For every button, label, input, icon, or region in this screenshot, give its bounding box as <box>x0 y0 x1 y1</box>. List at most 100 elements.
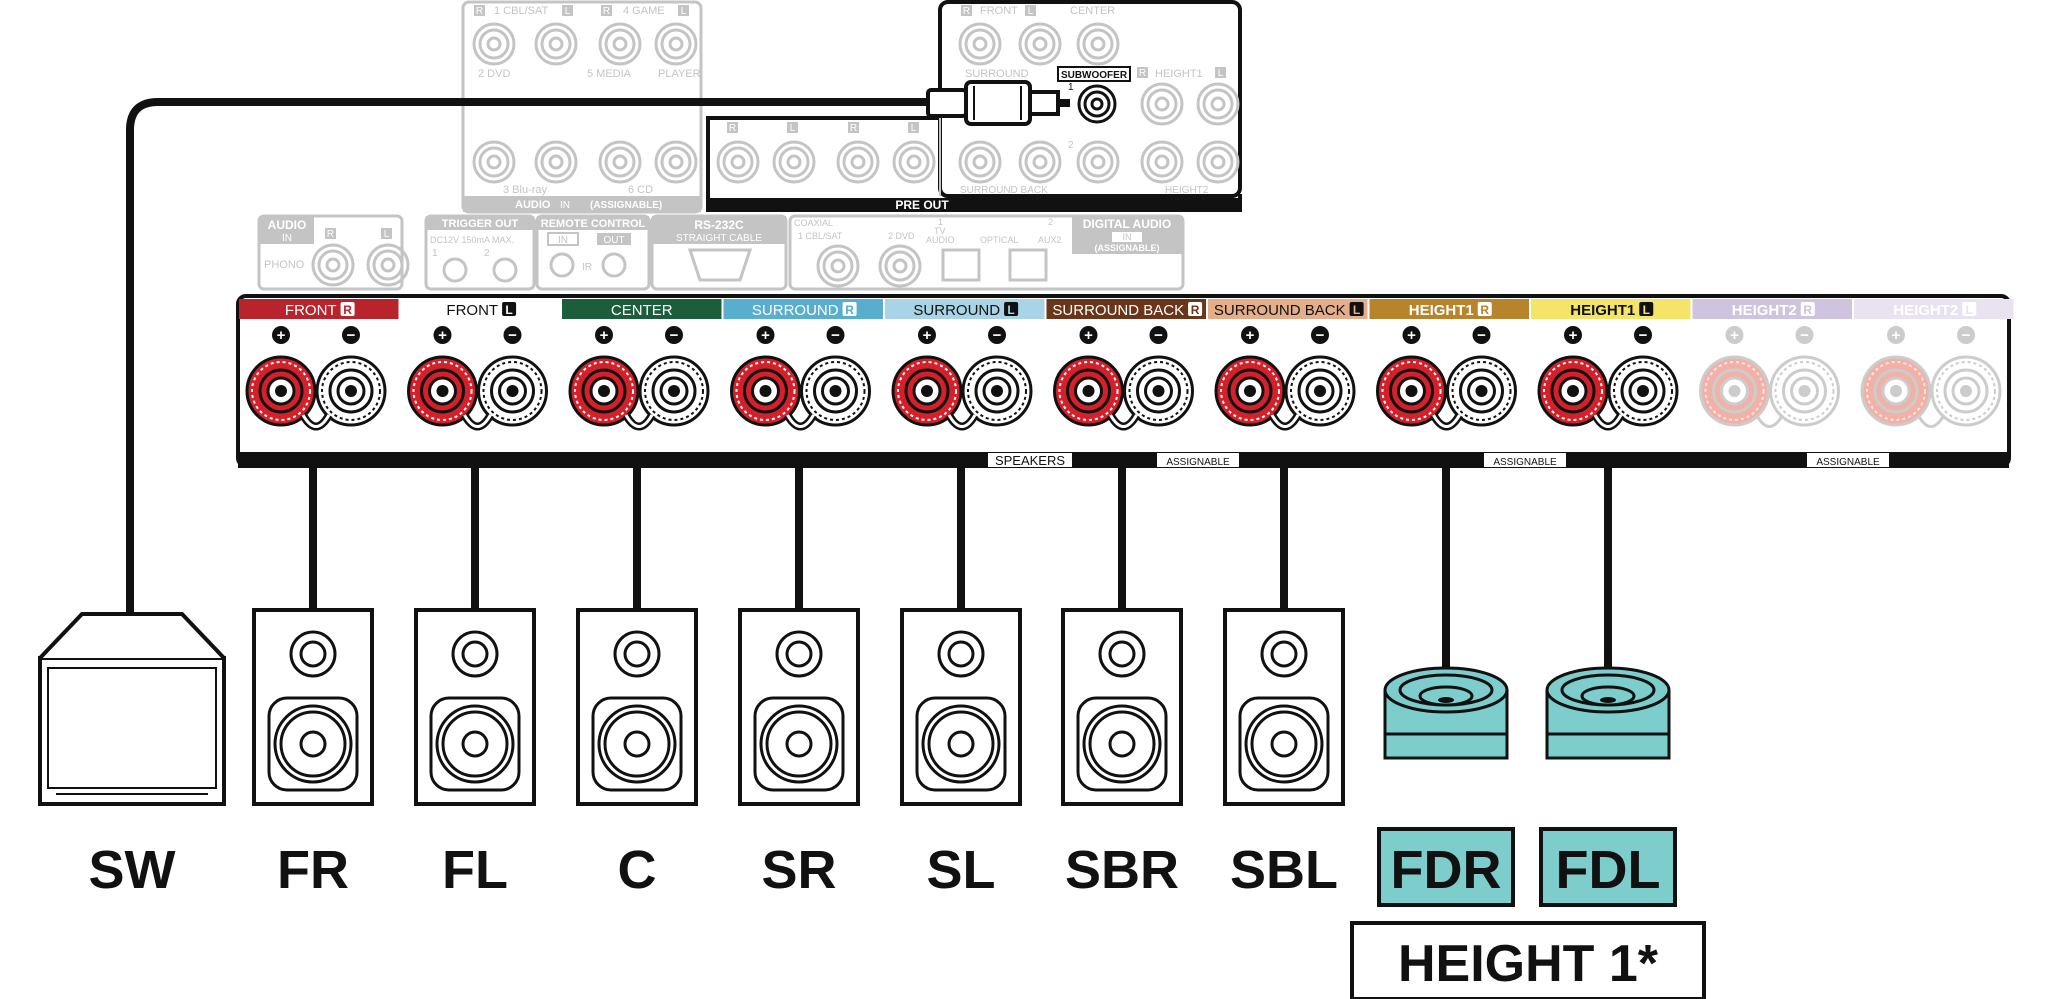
pre-out-block: PRE OUT R FRONT L CENTER SURROUND SUBWOO… <box>706 0 1242 212</box>
negative-binding-post-icon <box>315 355 387 427</box>
minus-icon <box>503 326 522 344</box>
channel-mark-text: L <box>1643 303 1650 317</box>
speaker-sl <box>900 466 1022 806</box>
svg-text:1: 1 <box>938 217 943 227</box>
height1-group: HEIGHT 1* <box>1350 921 1706 999</box>
digital-audio-title: DIGITAL AUDIO <box>1083 217 1171 231</box>
terminal-label: SURROUND <box>913 302 1000 319</box>
negative-binding-post-icon <box>961 355 1033 427</box>
bar-label: ASSIGNABLE <box>1493 457 1557 468</box>
optical-port-icon <box>1008 248 1048 282</box>
phono-label: PHONO <box>264 259 305 271</box>
input-label-dvd: 2 DVD <box>478 68 510 80</box>
svg-text:(ASSIGNABLE): (ASSIGNABLE) <box>590 200 662 211</box>
minus-icon <box>1634 326 1652 344</box>
terminal-header <box>239 299 399 319</box>
analog-audio-in-block: R 1 CBL/SAT L R 4 GAME L 2 DVD 5 MEDIA P… <box>461 0 703 214</box>
svg-text:+: + <box>600 327 609 344</box>
svg-text:IN: IN <box>560 200 570 211</box>
channel-mark <box>1349 302 1364 316</box>
terminal-header <box>400 299 560 319</box>
rca-jack-icon <box>654 140 698 184</box>
svg-text:L: L <box>1218 68 1224 79</box>
svg-text:DC12V 150mA MAX.: DC12V 150mA MAX. <box>430 235 514 245</box>
trigger-out-title: TRIGGER OUT <box>442 218 519 230</box>
minus-icon <box>1472 326 1491 344</box>
speaker-sbl <box>1223 466 1345 806</box>
negative-binding-post-icon <box>1607 355 1679 427</box>
audio-in-caption: AUDIO <box>515 199 551 211</box>
svg-text:TV: TV <box>934 226 946 236</box>
speaker-label-fl: FL <box>442 840 508 900</box>
channel-mark <box>1188 302 1203 316</box>
speaker-c <box>576 466 698 806</box>
channel-mark <box>1477 302 1492 316</box>
terminal-label: HEIGHT1 <box>1570 302 1635 319</box>
channel-mark <box>502 302 517 316</box>
phono-audio-title: AUDIO <box>268 218 307 232</box>
plus-icon <box>1402 326 1421 344</box>
input-label-player: PLAYER <box>658 68 701 80</box>
subwoofer-out-jack-icon <box>1077 84 1117 124</box>
svg-text:−: − <box>1477 327 1486 344</box>
positive-binding-post-icon <box>1860 355 1932 427</box>
minus-icon <box>665 326 683 344</box>
svg-text:IN: IN <box>558 235 568 246</box>
rca-jack-icon <box>366 243 410 287</box>
rca-jack-icon <box>892 140 936 184</box>
negative-binding-post-icon <box>638 355 710 427</box>
remote-control-title: REMOTE CONTROL <box>541 218 646 230</box>
rca-jack-icon <box>534 140 578 184</box>
plus-icon <box>1079 326 1098 344</box>
channel-mark-text: R <box>1803 303 1812 317</box>
speaker-label-sbr: SBR <box>1065 840 1179 900</box>
subwoofer-speaker <box>38 612 226 806</box>
preout-label-height1: HEIGHT1 <box>1155 68 1203 80</box>
svg-text:+: + <box>923 327 932 344</box>
svg-text:2: 2 <box>1048 217 1053 227</box>
channel-mark <box>842 302 857 316</box>
terminal-header <box>562 299 722 319</box>
positive-binding-post-icon <box>1376 355 1447 427</box>
svg-text:+: + <box>1246 327 1255 344</box>
channel-mark-r <box>601 5 612 16</box>
pre-out-caption: PRE OUT <box>895 198 949 212</box>
svg-text:−: − <box>1154 327 1163 344</box>
speaker-label-sr: SR <box>761 840 836 900</box>
svg-text:2 DVD: 2 DVD <box>888 231 915 241</box>
svg-text:L: L <box>384 229 390 240</box>
input-label-media: 5 MEDIA <box>587 68 632 80</box>
svg-text:R: R <box>729 123 736 134</box>
svg-text:1: 1 <box>1068 82 1074 93</box>
rs232c-title: RS-232C <box>694 218 744 232</box>
positive-binding-post-icon <box>1214 355 1286 427</box>
plus-icon <box>433 326 452 344</box>
rca-plug-icon <box>926 88 968 118</box>
coaxial-title: COAXIAL <box>794 218 833 228</box>
channel-mark-text: L <box>1966 303 1973 317</box>
negative-binding-post-icon <box>477 355 548 427</box>
svg-text:IN: IN <box>1123 232 1132 242</box>
height1-label-box <box>1350 921 1706 999</box>
speaker-label-sw: SW <box>89 840 176 900</box>
rs232c-port: RS-232C STRAIGHT CABLE <box>650 214 788 291</box>
preout-label-front: FRONT <box>980 5 1018 17</box>
channel-mark <box>1800 302 1815 316</box>
input-label-cd: 6 CD <box>628 184 653 196</box>
svg-text:R: R <box>603 6 610 17</box>
terminal-label: HEIGHT1 <box>1409 302 1474 319</box>
phono-input: AUDIO IN R L PHONO <box>257 214 410 291</box>
lower-io-row: AUDIO IN R L PHONO TRIGGER OUT DC12V 150… <box>257 214 1185 291</box>
svg-text:AUX2: AUX2 <box>1038 235 1062 245</box>
svg-text:−: − <box>1800 327 1809 344</box>
speaker-label-c: C <box>618 840 657 900</box>
svg-text:OUT: OUT <box>603 235 624 246</box>
negative-binding-post-icon <box>1930 355 2002 427</box>
terminal-label: CENTER <box>611 302 673 319</box>
